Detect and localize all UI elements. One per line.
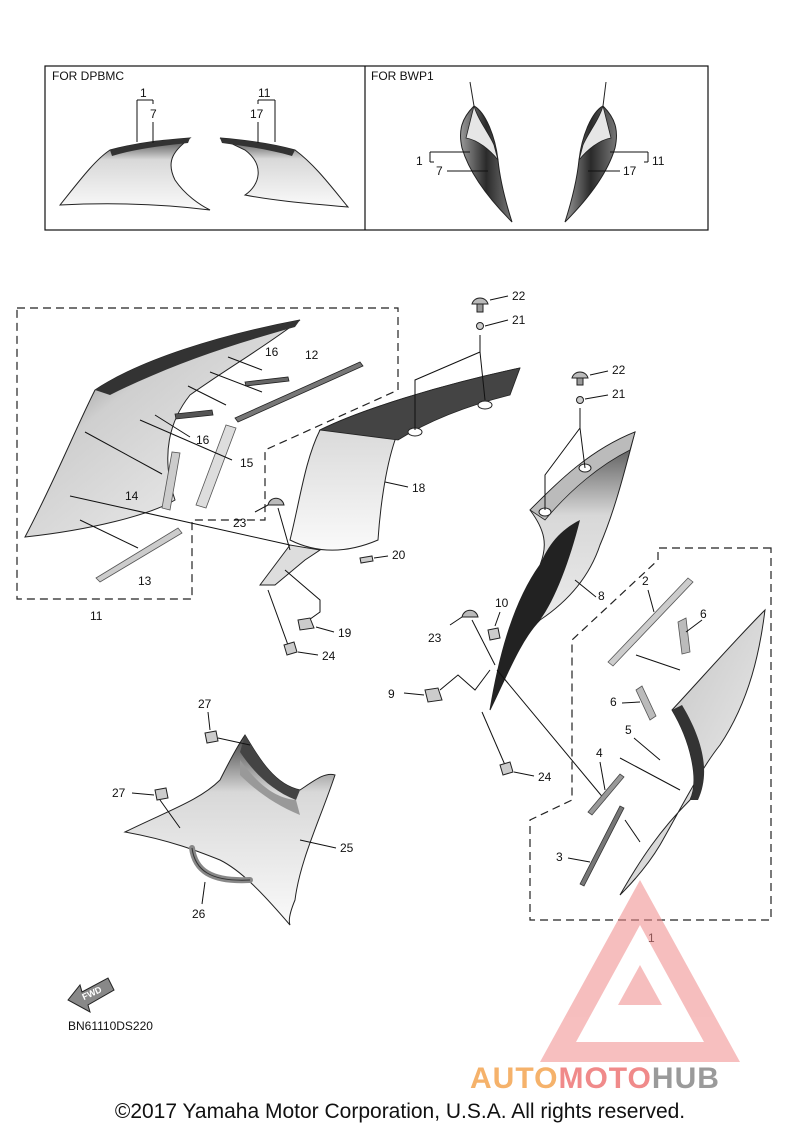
- callout-6: 6: [700, 607, 707, 621]
- watermark-logo-icon: [540, 880, 740, 1062]
- strip-16-lower: [174, 409, 214, 420]
- inset-title-bwp1: FOR BWP1: [371, 69, 434, 83]
- callout-4: 4: [596, 746, 603, 760]
- callout-5: 5: [625, 723, 632, 737]
- copyright-notice: ©2017 Yamaha Motor Corporation, U.S.A. A…: [114, 1100, 686, 1123]
- watermark-text: AUTOMOTOHUB: [470, 1062, 720, 1095]
- callout-2: 2: [642, 574, 649, 588]
- strip-6-upper: [677, 617, 691, 655]
- inset-bwp1-right: [564, 81, 617, 223]
- callout-6-lower: 6: [610, 695, 617, 709]
- clip-10: [487, 627, 501, 641]
- fasteners-upper: 22 21: [414, 289, 526, 430]
- callout-8: 8: [598, 589, 605, 603]
- variant-inset: FOR DPBMC FOR BWP1 1 7 11 17 1 7 11 17: [44, 65, 709, 231]
- inset-panel-left-edge: [110, 138, 190, 156]
- inset-title-dpbmc: FOR DPBMC: [52, 69, 124, 83]
- strip-16-upper: [244, 376, 290, 387]
- clip-20: [359, 555, 374, 564]
- diagram-code: BN61110DS220: [68, 1019, 153, 1033]
- strip-3: [579, 805, 625, 887]
- washer-21: [476, 322, 484, 330]
- screw-22: [471, 297, 489, 305]
- part-25: 25 27 27 26: [112, 697, 354, 926]
- callout-26: 26: [192, 907, 206, 921]
- callout-13: 13: [138, 574, 152, 588]
- watermark-moto: MOTO: [558, 1062, 651, 1095]
- callout-22: 22: [512, 289, 526, 303]
- inset-panel-right-edge: [220, 138, 295, 156]
- fwd-arrow-icon: FWD: [67, 977, 115, 1014]
- callout-10: 10: [495, 596, 509, 610]
- strip-13: [95, 527, 183, 583]
- assembly-11: 16 12 16 15 14 13 11: [16, 307, 399, 623]
- screw-22-right: [571, 371, 589, 379]
- assembly-1: 2 6 6 5 4 3 1: [529, 547, 772, 945]
- callout-27-lower: 27: [112, 786, 126, 800]
- screw-23-right: [461, 609, 479, 618]
- callout-23: 23: [233, 516, 247, 530]
- callout-9: 9: [388, 687, 395, 701]
- callout-17: 17: [250, 107, 264, 121]
- callout-25: 25: [340, 841, 354, 855]
- callout-17b: 17: [623, 164, 637, 178]
- callout-16: 16: [265, 345, 279, 359]
- strip-12: [234, 361, 364, 423]
- clip-27-lower: [154, 787, 169, 801]
- callout-22-right: 22: [612, 363, 626, 377]
- nut-24-right: [499, 761, 514, 776]
- callout-16-lower: 16: [196, 433, 210, 447]
- strip-4: [587, 773, 625, 816]
- part-8: 8 22 21 23 10 9 24: [388, 363, 636, 801]
- callout-12: 12: [305, 348, 319, 362]
- inset-panel-left: [58, 137, 211, 211]
- callout-14: 14: [125, 489, 139, 503]
- washer-21-right: [576, 396, 584, 404]
- part-18: 18: [259, 367, 521, 586]
- bracket-9: [424, 687, 443, 703]
- watermark-auto: AUTO: [470, 1062, 558, 1095]
- callout-7: 7: [150, 107, 157, 121]
- callout-11: 11: [258, 86, 271, 100]
- callout-24-right: 24: [538, 770, 552, 784]
- strip-15: [195, 424, 237, 509]
- callout-24: 24: [322, 649, 336, 663]
- strip-6-lower: [635, 685, 657, 721]
- callout-20: 20: [392, 548, 406, 562]
- strip-14: [161, 451, 181, 511]
- callout-21: 21: [512, 313, 526, 327]
- callout-15: 15: [240, 456, 254, 470]
- callout-21-right: 21: [612, 387, 626, 401]
- strip-2: [607, 577, 694, 667]
- callout-1b: 1: [416, 154, 423, 168]
- callout-23-right: 23: [428, 631, 442, 645]
- clip-27-upper: [204, 730, 219, 744]
- watermark-hub: HUB: [652, 1062, 720, 1095]
- callout-19: 19: [338, 626, 352, 640]
- callout-1: 1: [140, 86, 147, 100]
- callout-11b: 11: [652, 154, 665, 168]
- nut-24: [283, 641, 298, 656]
- clip-19: [297, 617, 315, 631]
- callout-18: 18: [412, 481, 426, 495]
- callout-3: 3: [556, 850, 563, 864]
- callout-27: 27: [198, 697, 212, 711]
- callout-11-main: 11: [90, 609, 103, 623]
- fasteners-left: 23 20 19 24: [233, 497, 406, 663]
- callout-7b: 7: [436, 164, 443, 178]
- screw-23: [267, 497, 285, 506]
